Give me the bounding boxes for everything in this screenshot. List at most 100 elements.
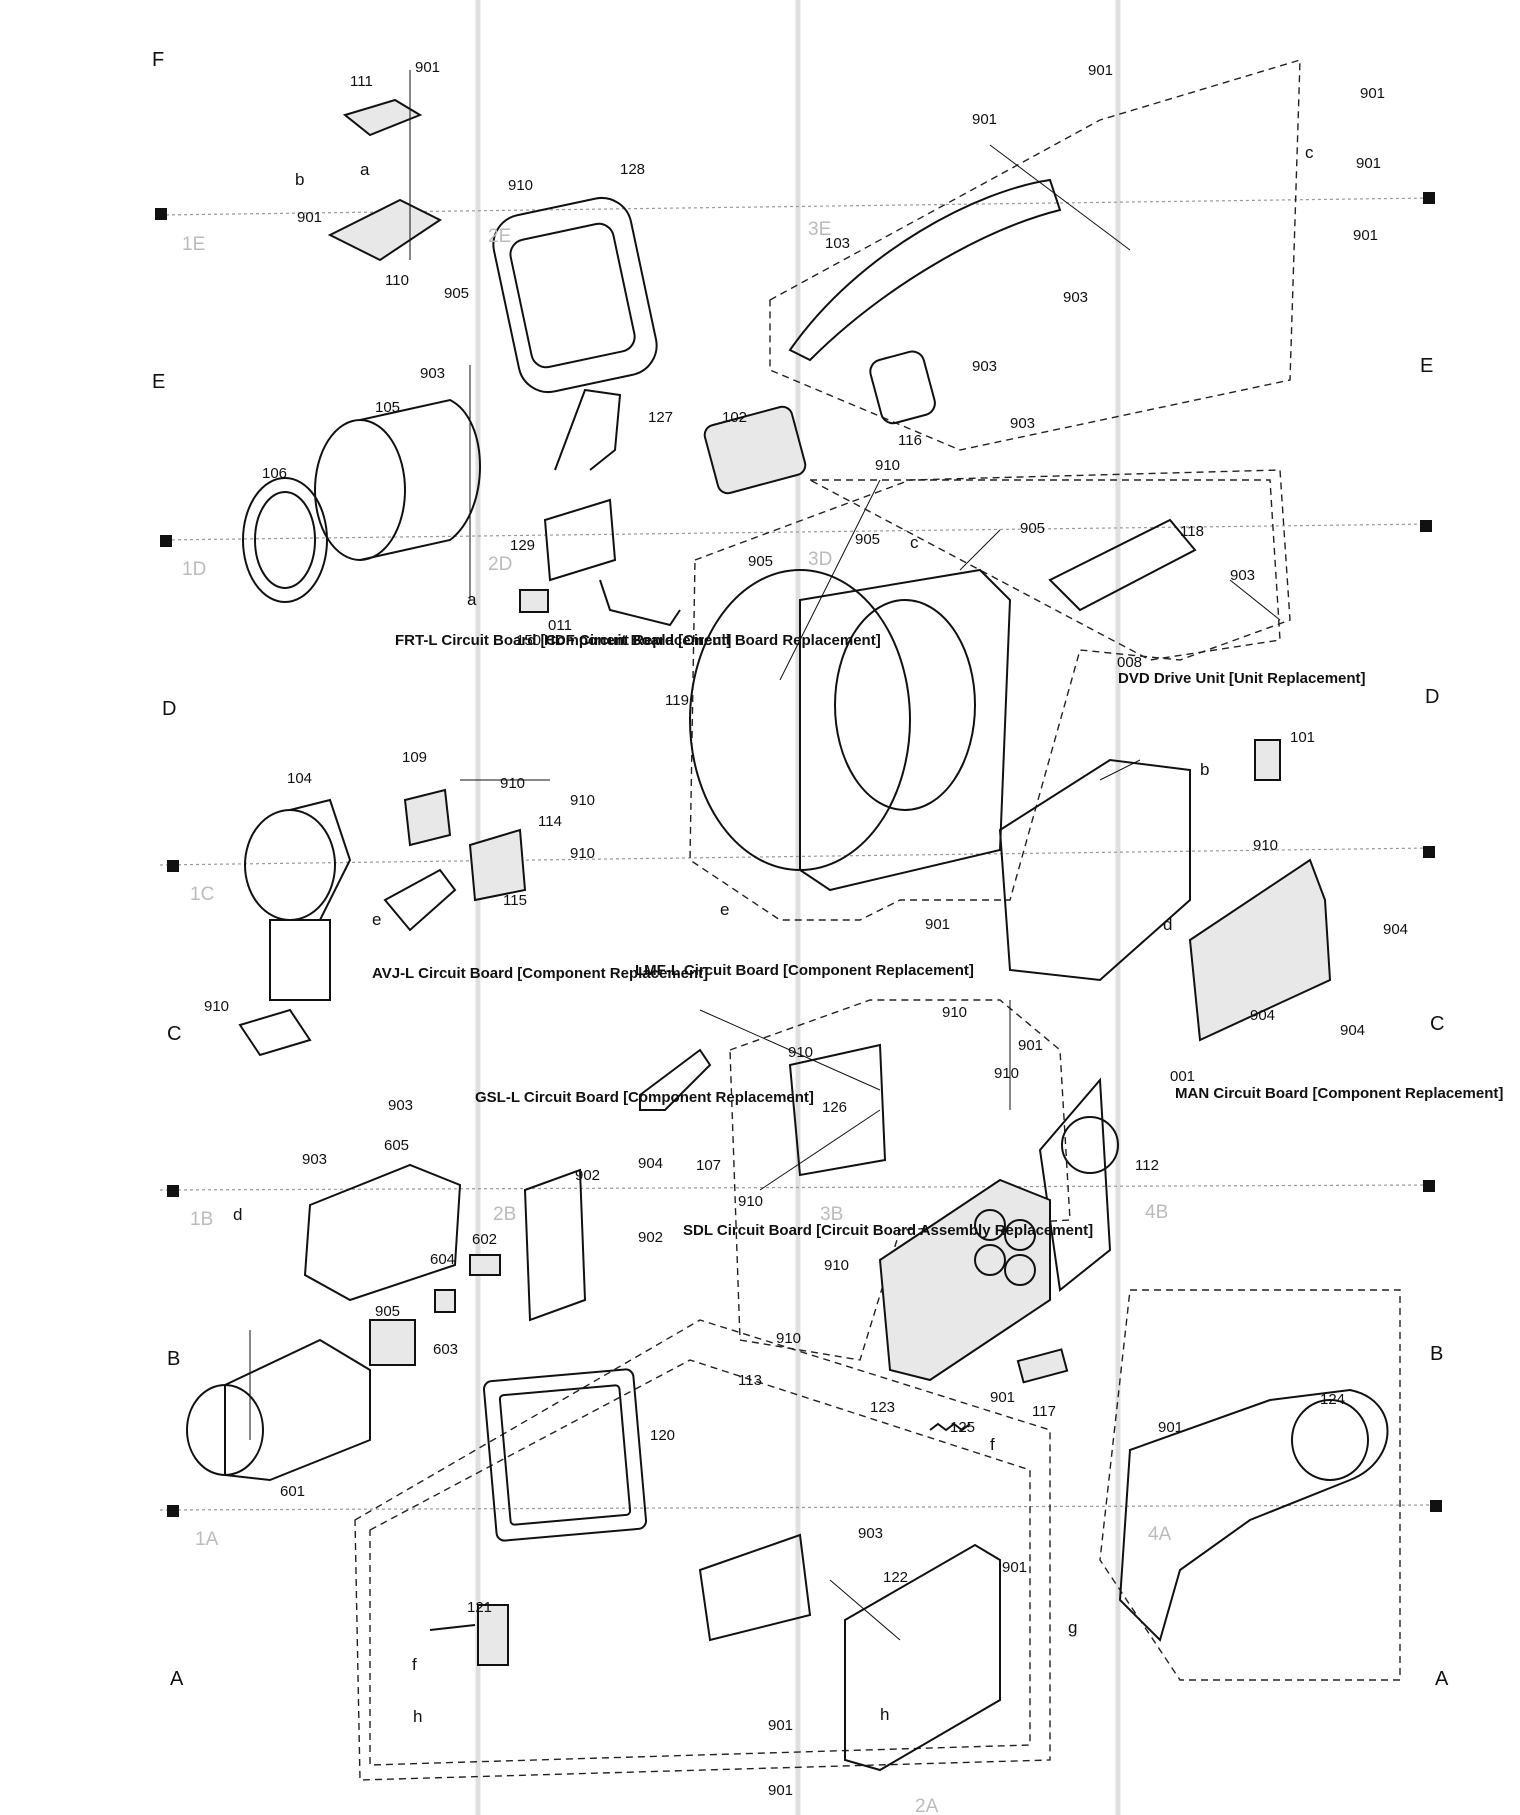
part-label: 904 bbox=[638, 1155, 663, 1172]
callout-lmf: LMF-L Circuit Board [Component Replaceme… bbox=[635, 962, 974, 979]
part-artwork bbox=[186, 98, 1389, 1772]
part-label: 107 bbox=[696, 1157, 721, 1174]
callout-avj: AVJ-L Circuit Board [Component Replaceme… bbox=[372, 965, 708, 982]
part-label: 901 bbox=[415, 59, 440, 76]
zone-left-A: A bbox=[170, 1668, 184, 1690]
part-120-shape bbox=[482, 1368, 648, 1542]
connector-letter: e bbox=[372, 910, 381, 929]
part-label: 601 bbox=[280, 1483, 305, 1500]
part-125-shape bbox=[929, 1422, 971, 1432]
part-104-shape bbox=[244, 809, 336, 921]
grid-ref: 3B bbox=[820, 1204, 843, 1225]
part-label: 605 bbox=[384, 1137, 409, 1154]
part-label: 102 bbox=[722, 409, 747, 426]
part-chassis-shape bbox=[998, 758, 1191, 982]
zone-right-B: B bbox=[1430, 1343, 1443, 1365]
part-label: 910 bbox=[942, 1004, 967, 1021]
part-label: 904 bbox=[1250, 1007, 1275, 1024]
grid-ref: 1A bbox=[195, 1529, 219, 1550]
callout-dvd: DVD Drive Unit [Unit Replacement] bbox=[1118, 670, 1366, 687]
callout-man: MAN Circuit Board [Component Replacement… bbox=[1175, 1085, 1503, 1102]
grid-ref: 2E bbox=[488, 226, 511, 247]
part-lcd-board-shape bbox=[698, 1533, 812, 1642]
connector-letter: b bbox=[295, 170, 304, 189]
part-label: 127 bbox=[648, 409, 673, 426]
part-label: 118 bbox=[1180, 523, 1204, 540]
connector-letter: c bbox=[910, 533, 919, 552]
part-label: 910 bbox=[738, 1193, 763, 1210]
part-label: 905 bbox=[444, 285, 469, 302]
part-label: 910 bbox=[776, 1330, 801, 1347]
connector-letter: e bbox=[720, 900, 729, 919]
part-label: 901 bbox=[1158, 1419, 1183, 1436]
part-label: 901 bbox=[1018, 1037, 1043, 1054]
part-label: 150 bbox=[516, 632, 541, 649]
part-label: 905 bbox=[1020, 520, 1045, 537]
zone-right-A: A bbox=[1435, 1668, 1449, 1690]
part-label: 910 bbox=[570, 792, 595, 809]
part-label: 901 bbox=[1356, 155, 1381, 172]
connector-letter: h bbox=[880, 1705, 889, 1724]
zone-letters: F E D C B A E D C B A bbox=[152, 49, 1449, 1690]
zone-left-C: C bbox=[167, 1023, 181, 1045]
part-label: 604 bbox=[430, 1251, 455, 1268]
part-label: 910 bbox=[824, 1257, 849, 1274]
part-label: 122 bbox=[883, 1569, 908, 1586]
part-112-shape bbox=[1038, 1077, 1112, 1292]
connector-letter: d bbox=[1163, 915, 1172, 934]
connector-letter: a bbox=[467, 590, 477, 609]
zone-right-C: C bbox=[1430, 1013, 1444, 1035]
part-label: 119 bbox=[665, 692, 689, 709]
zone-left-F: F bbox=[152, 49, 164, 71]
part-label: 903 bbox=[388, 1097, 413, 1114]
grid-ref: 3E bbox=[808, 219, 831, 240]
part-label: 123 bbox=[870, 1399, 895, 1416]
part-gsl-shape bbox=[523, 1168, 587, 1322]
part-label: 603 bbox=[433, 1341, 458, 1358]
part-105-shape bbox=[314, 419, 406, 561]
part-label: 105 bbox=[375, 399, 400, 416]
part-avj-shape bbox=[383, 868, 457, 932]
grid-ref: 2A bbox=[915, 1796, 939, 1815]
part-605-shape bbox=[303, 1163, 462, 1302]
part-label: 602 bbox=[472, 1231, 497, 1248]
part-label: 902 bbox=[575, 1167, 600, 1184]
part-label: 904 bbox=[1383, 921, 1408, 938]
part-label: 101 bbox=[1290, 729, 1315, 746]
part-label: 113 bbox=[738, 1372, 762, 1389]
part-604-shape bbox=[434, 1289, 456, 1313]
zone-right-D: D bbox=[1425, 686, 1439, 708]
part-904-board-shape bbox=[1188, 858, 1332, 1042]
part-label: 901 bbox=[768, 1717, 793, 1734]
connection-letters: a b a c c b d e e d f g f h h bbox=[233, 143, 1314, 1726]
part-label: 110 bbox=[385, 272, 409, 289]
grid-markers bbox=[155, 192, 1442, 1517]
part-602-shape bbox=[469, 1254, 501, 1276]
part-label: 901 bbox=[972, 111, 997, 128]
part-label: 905 bbox=[748, 553, 773, 570]
grid-ref: 1D bbox=[182, 559, 206, 580]
part-label: 112 bbox=[1135, 1157, 1159, 1174]
part-label: 905 bbox=[855, 531, 880, 548]
connector-letter: f bbox=[412, 1655, 417, 1674]
part-label: 901 bbox=[1360, 85, 1385, 102]
part-label: 125 bbox=[950, 1419, 975, 1436]
grid-lines bbox=[159, 0, 1431, 1815]
grid-ref: 2B bbox=[493, 1204, 516, 1225]
part-label: 115 bbox=[503, 892, 527, 909]
part-label: 901 bbox=[925, 916, 950, 933]
assembly-group-boxes bbox=[354, 59, 1401, 1781]
part-numbers: 901 111 910 128 103 901 901 901 901 903 … bbox=[204, 59, 1408, 1799]
callout-hdf: HDF Circuit Board [Circuit Board Replace… bbox=[544, 632, 881, 649]
connector-letter: h bbox=[413, 1707, 422, 1726]
part-label: 903 bbox=[302, 1151, 327, 1168]
part-label: 901 bbox=[297, 209, 322, 226]
grid-ref: 1C bbox=[190, 884, 214, 905]
part-label: 116 bbox=[898, 432, 922, 449]
part-label: 901 bbox=[1002, 1559, 1027, 1576]
part-label: 128 bbox=[620, 161, 645, 178]
part-label: 910 bbox=[204, 998, 229, 1015]
part-111-shape bbox=[342, 98, 423, 137]
part-101-shape bbox=[1254, 739, 1281, 781]
